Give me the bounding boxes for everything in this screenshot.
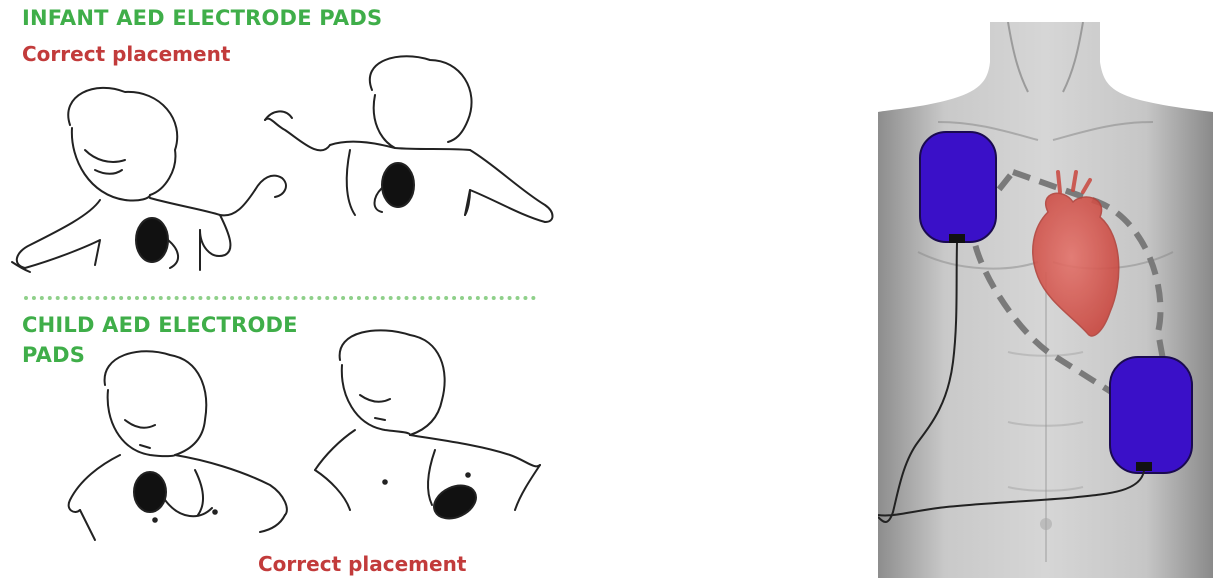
adult-torso-diagram [878, 22, 1213, 578]
child-correct-placement-label: Correct placement [258, 552, 466, 576]
child-section-title: CHILD AED ELECTRODE PADS [22, 310, 322, 370]
upper-pad-connector [949, 234, 965, 243]
infant-front-pad [136, 218, 168, 262]
lower-pad-connector [1136, 462, 1152, 471]
child-front-pad-upper [134, 472, 166, 512]
pediatric-pad-illustration: INFANT AED ELECTRODE PADS Correct placem… [0, 0, 560, 578]
upper-electrode-pad [920, 132, 996, 242]
child-side-figure [315, 330, 540, 510]
infant-back-pad [382, 163, 414, 207]
section-divider [24, 296, 536, 300]
pad-placement-line-drawings [0, 0, 560, 578]
child-side-pad-lower [429, 479, 482, 525]
adult-pad-placement-illustration [878, 22, 1213, 578]
lower-electrode-pad [1110, 357, 1192, 473]
